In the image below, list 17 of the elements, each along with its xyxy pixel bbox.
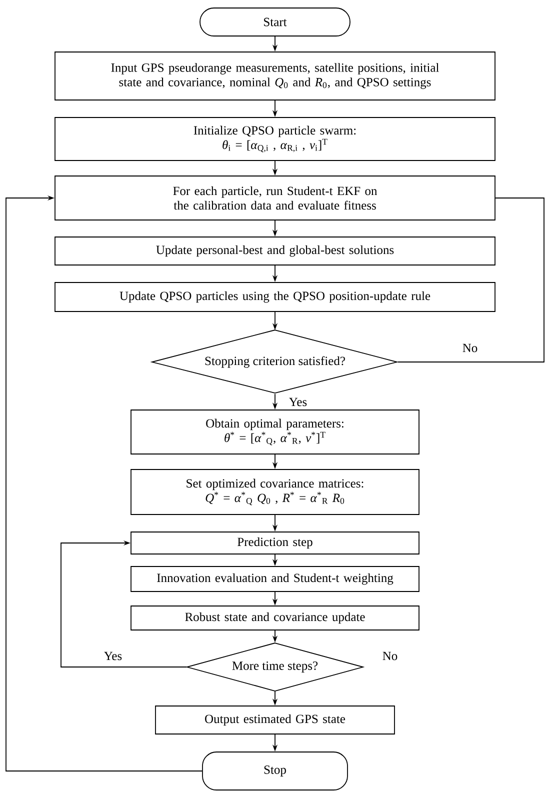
process-box: Initialize QPSO particle swarm: θ$_{i}$ = [α$_{Q,i}$ , α$_{R,i}$ , ν$_{i}$]$^{T}$	[54, 117, 496, 161]
process-box: Update personal-best and global-best solutions	[54, 236, 496, 266]
process-box: Update QPSO particles using the QPSO position-update rule	[54, 282, 496, 312]
process-box: Obtain optimal parameters: θ$^{*}$ = [α$^{*}$$_{Q}$, α$^{*}$$_{R}$, ν$^{*}$]$^{T}$	[130, 410, 420, 454]
arrow	[6, 195, 202, 772]
edge-label: No	[461, 342, 479, 354]
process-box: Prediction step	[130, 532, 420, 554]
process-box: Output estimated GPS state	[155, 706, 395, 734]
arrow	[60, 540, 187, 668]
process-box: Robust state and covariance update	[130, 606, 420, 630]
branch-label: No	[382, 652, 398, 660]
edge-label: Yes	[102, 650, 124, 662]
process-box: For each particle, run Student-t EKF on the calibration data and evaluate fitness	[54, 176, 496, 220]
process-box: Set optimized covariance matrices: Q$^{*}$ = α$^{*}$$_{Q}$ Q$_{0}$ , R$^{*}$ = α$^{*}$$_{R}$ R$_{0}$	[130, 469, 420, 515]
process-box: Innovation evaluation and Student-t weighting	[130, 566, 420, 592]
edge-label: Yes	[288, 396, 308, 408]
process-box: Input GPS pseudorange measurements, satellite positions, initial state and covariance, nominal Q$_{0}$ and R$_{0}$, and QPSO settings	[54, 52, 496, 100]
